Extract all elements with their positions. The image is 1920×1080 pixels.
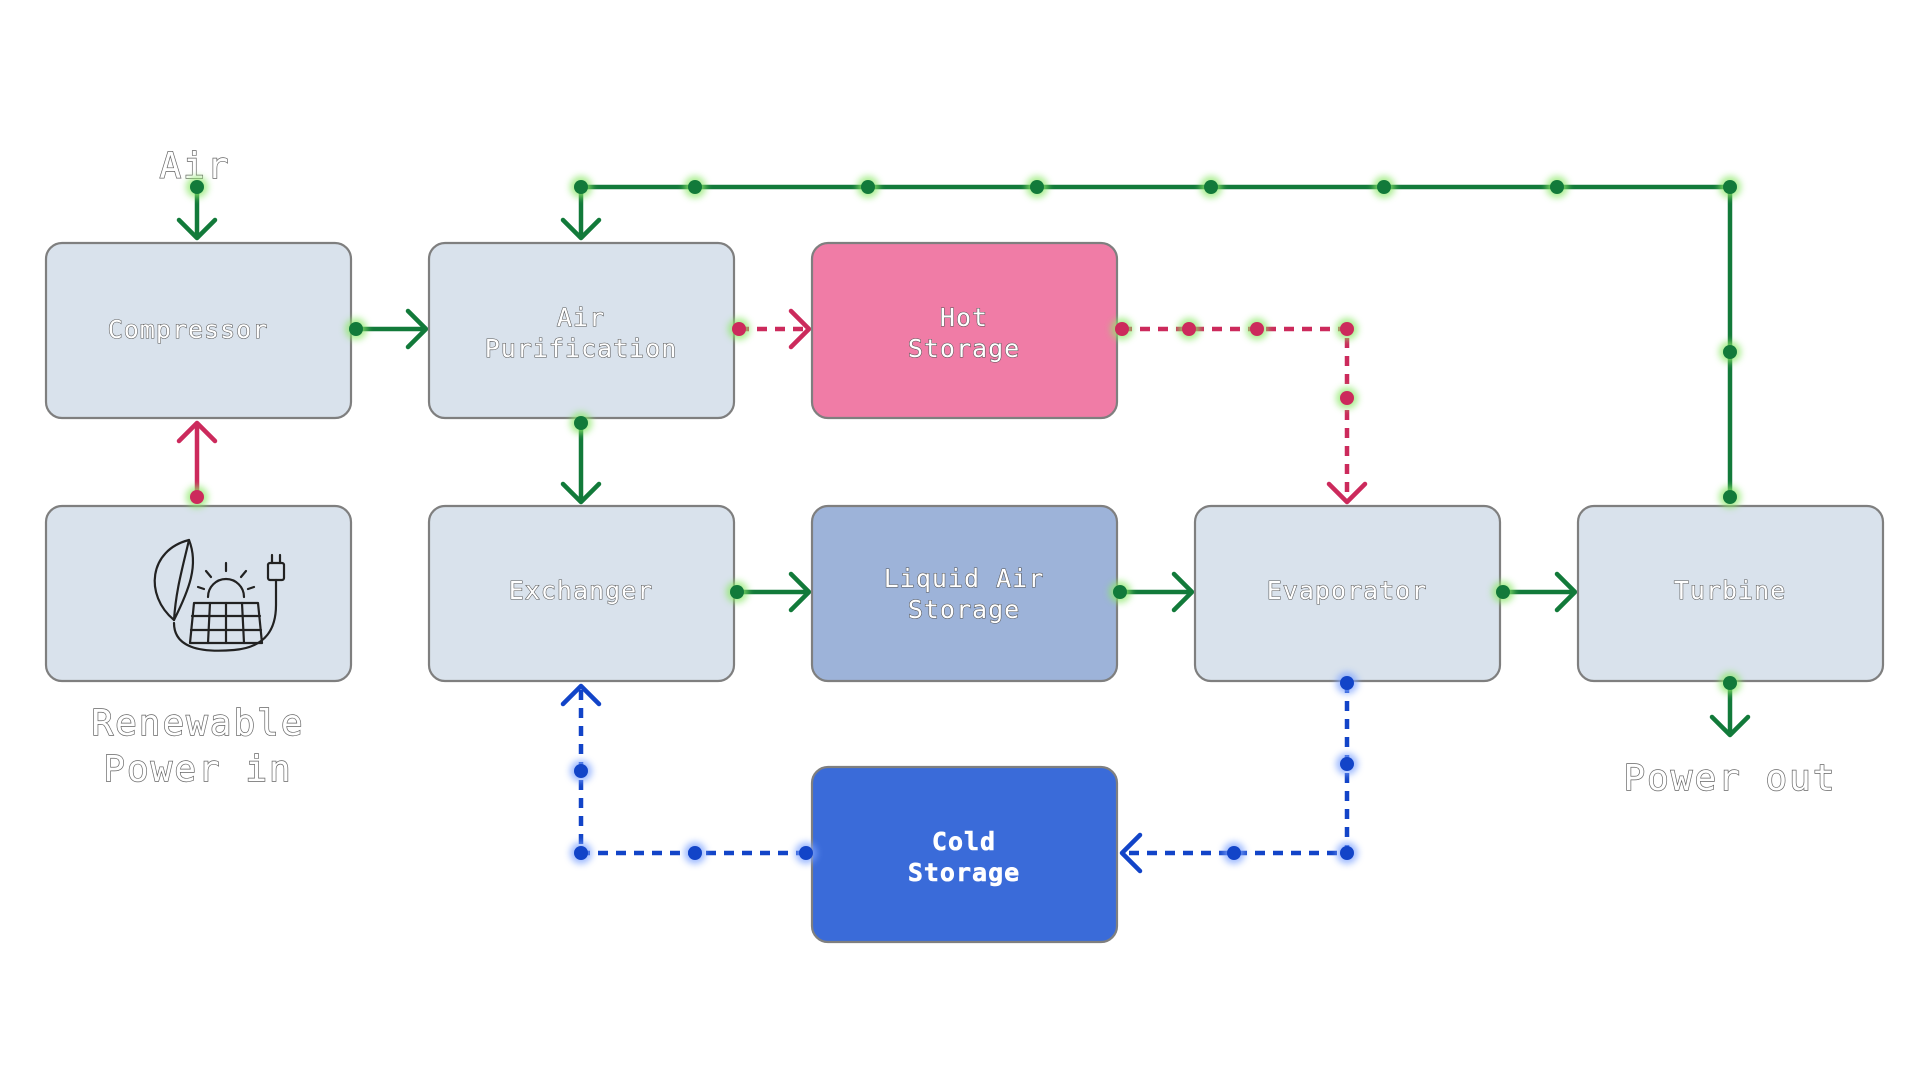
renewable-source-box bbox=[44, 504, 353, 683]
connection-dot bbox=[1227, 846, 1241, 860]
connection-dot bbox=[861, 180, 875, 194]
label-line: Evaporator bbox=[1267, 576, 1428, 605]
exchanger-node[interactable]: Exchanger bbox=[427, 504, 736, 683]
label-line: Air bbox=[557, 303, 605, 332]
arrowhead bbox=[1119, 832, 1143, 874]
connector-line bbox=[1122, 326, 1350, 502]
arrowhead bbox=[405, 308, 429, 350]
connector-line bbox=[578, 184, 1733, 497]
label-line: Storage bbox=[908, 858, 1020, 887]
connection-dot bbox=[1113, 585, 1127, 599]
evaporator-node[interactable]: Evaporator bbox=[1193, 504, 1502, 683]
label-line: Compressor bbox=[108, 315, 269, 344]
arrowhead bbox=[560, 481, 602, 505]
label-line: Turbine bbox=[1674, 576, 1786, 605]
turbine-label: Turbine bbox=[1674, 576, 1786, 605]
connection-dot bbox=[1340, 322, 1354, 336]
connection-dot bbox=[688, 846, 702, 860]
connection-dot bbox=[1723, 180, 1737, 194]
connection-dot bbox=[1496, 585, 1510, 599]
label-line: Purification bbox=[485, 334, 678, 363]
arrowhead bbox=[176, 217, 218, 241]
exchanger-label: Exchanger bbox=[509, 576, 653, 605]
connection-dot bbox=[688, 180, 702, 194]
connection-dot bbox=[349, 322, 363, 336]
label-line: Storage bbox=[908, 334, 1020, 363]
label-line: Cold bbox=[932, 827, 996, 856]
arrowhead bbox=[1326, 481, 1368, 505]
connection-dot bbox=[190, 490, 204, 504]
label-line: Renewable bbox=[91, 703, 304, 744]
connection-dot bbox=[1550, 180, 1564, 194]
arrowhead bbox=[788, 308, 812, 350]
connection-dot bbox=[1340, 757, 1354, 771]
evaporator-label: Evaporator bbox=[1267, 576, 1428, 605]
connection-dot bbox=[1250, 322, 1264, 336]
label-line: Power in bbox=[103, 749, 292, 790]
connection-dot bbox=[1340, 846, 1354, 860]
connection-dot bbox=[190, 180, 204, 194]
solar-panel-leaf-plug-icon bbox=[153, 538, 286, 652]
liquid-air-storage-box bbox=[810, 504, 1119, 683]
turbine-node[interactable]: Turbine bbox=[1576, 504, 1885, 683]
connection-dot bbox=[732, 322, 746, 336]
connection-dot bbox=[1340, 676, 1354, 690]
connection-dot bbox=[1377, 180, 1391, 194]
arrowhead bbox=[1554, 571, 1578, 613]
connection-dot bbox=[1204, 180, 1218, 194]
arrowhead bbox=[788, 571, 812, 613]
arrowhead bbox=[1709, 714, 1751, 738]
connection-dot bbox=[1723, 345, 1737, 359]
compressor-node[interactable]: Compressor bbox=[44, 241, 353, 420]
label-line: Exchanger bbox=[509, 576, 653, 605]
power-out-label: Power out bbox=[1623, 758, 1836, 799]
arrowhead bbox=[560, 217, 602, 241]
connection-dot bbox=[574, 416, 588, 430]
connection-dot bbox=[574, 180, 588, 194]
connection-dot bbox=[1340, 391, 1354, 405]
arrowhead bbox=[1171, 571, 1195, 613]
connector-line bbox=[1122, 683, 1350, 856]
connection-dot bbox=[730, 585, 744, 599]
compressor-label: Compressor bbox=[108, 315, 269, 344]
connection-dot bbox=[574, 764, 588, 778]
connection-dot bbox=[1115, 322, 1129, 336]
connection-dots bbox=[186, 176, 1741, 864]
connector-line bbox=[578, 686, 806, 856]
connection-dot bbox=[1723, 490, 1737, 504]
connection-dot bbox=[1030, 180, 1044, 194]
label-line: Liquid Air bbox=[884, 564, 1045, 593]
renewable-source-node[interactable] bbox=[44, 504, 353, 683]
arrowhead bbox=[176, 420, 218, 444]
label-line: Storage bbox=[908, 595, 1020, 624]
connection-dot bbox=[574, 846, 588, 860]
connection-dot bbox=[1182, 322, 1196, 336]
arrowhead bbox=[560, 683, 602, 707]
label-line: Hot bbox=[940, 303, 988, 332]
connection-dot bbox=[799, 846, 813, 860]
connection-dot bbox=[1723, 676, 1737, 690]
